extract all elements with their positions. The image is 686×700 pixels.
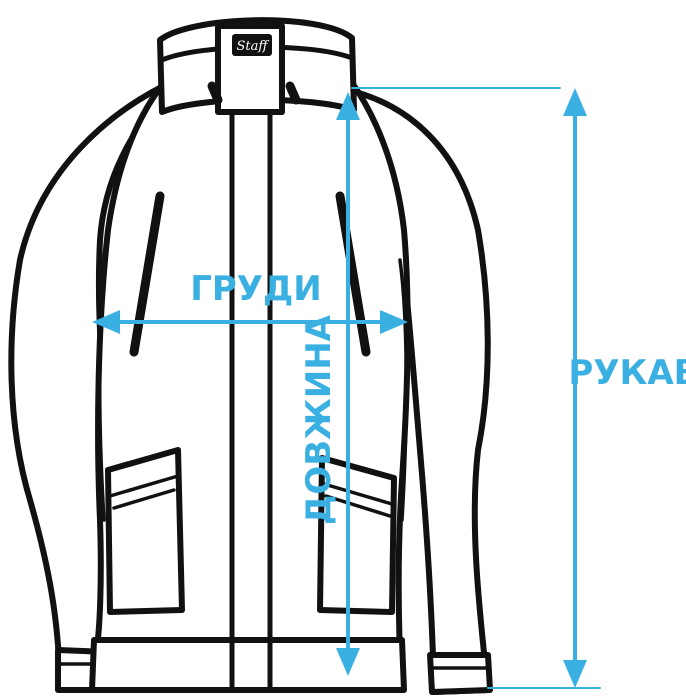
chest-label: ГРУДИ (190, 269, 322, 309)
length-label: ДОВЖИНА (299, 314, 339, 525)
sleeve-label: РУКАВ (568, 353, 686, 393)
sleeve-measurement: РУКАВ (351, 87, 686, 689)
brand-logo-badge (232, 34, 272, 56)
length-measurement: ДОВЖИНА (299, 92, 360, 676)
right-cuff (427, 652, 493, 695)
hem-band (89, 637, 407, 693)
brand-logo-text: Staff (236, 39, 270, 54)
right-pocket (317, 455, 397, 615)
chest-measurement: ГРУДИ (92, 269, 408, 334)
left-chest-zip (129, 191, 165, 357)
right-chest-zip (335, 191, 371, 357)
left-pocket (105, 447, 185, 615)
